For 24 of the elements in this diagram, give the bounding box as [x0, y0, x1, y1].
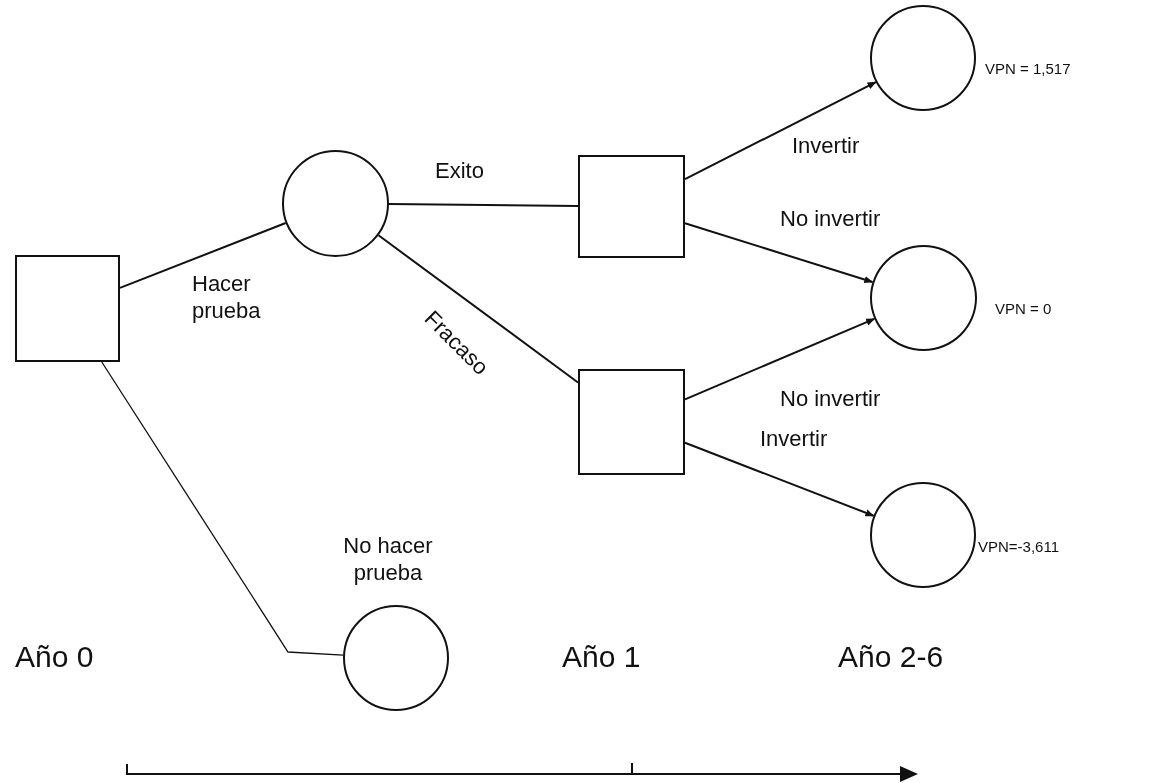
- time-label: Año 1: [562, 640, 641, 674]
- decision-node-square: [578, 369, 685, 475]
- time-label: Año 2-6: [838, 640, 944, 674]
- edge-label: Invertir: [760, 425, 828, 452]
- npv-value: VPN=-3,611: [978, 538, 1060, 555]
- edge-label: No invertir: [780, 385, 881, 412]
- npv-value: VPN = 1,517: [985, 60, 1071, 77]
- edge-label: No invertir: [780, 205, 881, 232]
- edge-label: No hacer prueba: [342, 532, 434, 586]
- arrow: [684, 222, 874, 283]
- branch-line: [388, 203, 579, 207]
- arrow: [684, 317, 876, 401]
- branch-line: [101, 361, 344, 656]
- time-label: Año 0: [15, 640, 94, 674]
- branch-line: [119, 222, 287, 289]
- decision-node-square: [578, 155, 685, 258]
- branch-line: [377, 234, 579, 384]
- edge-label: Hacer prueba: [192, 270, 262, 324]
- arrow: [684, 81, 877, 181]
- edge-label: Exito: [435, 157, 484, 184]
- arrow: [684, 441, 875, 517]
- npv-value: VPN = 0: [995, 300, 1052, 317]
- decision-node-square: [15, 255, 120, 362]
- edge-label: Invertir: [792, 132, 860, 159]
